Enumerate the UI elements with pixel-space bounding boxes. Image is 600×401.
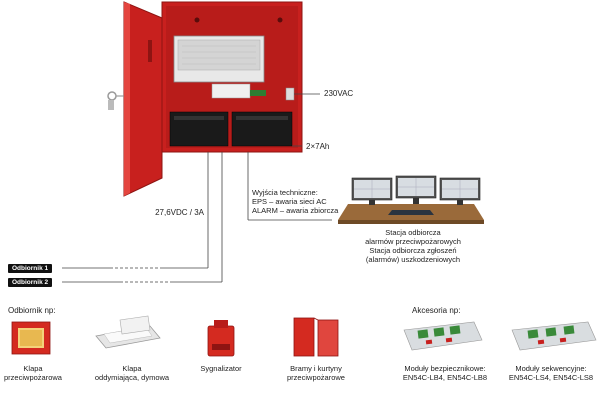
accessory-caption-sequence: Moduły sekwencyjne: EN54C-LS4, EN54C-LS8 xyxy=(506,364,596,382)
battery-label: 2×7Ah xyxy=(306,142,330,151)
caption-line: EN54C-LB4, EN54C-LB8 xyxy=(402,373,488,382)
accessory-caption-fuse: Moduły bezpiecznikowe: EN54C-LB4, EN54C-… xyxy=(400,364,490,382)
sequence-module-icon xyxy=(511,321,597,351)
receiver-2-tag: Odbiornik 2 xyxy=(8,278,53,287)
leader-lines xyxy=(62,93,332,283)
receiver-caption-sounder: Sygnalizator xyxy=(190,364,252,373)
station-line: alarmów przeciwpożarowych xyxy=(365,237,461,246)
receiver-caption-vent: Klapa oddymiająca, dymowa xyxy=(92,364,172,382)
monitor-left xyxy=(351,177,393,205)
caption-line: Moduły bezpiecznikowe: xyxy=(404,364,486,373)
enclosure-door xyxy=(123,1,163,197)
fire-damper-icon xyxy=(11,321,51,355)
tech-outputs-line: ALARM – awaria zbiorcza xyxy=(252,206,339,215)
caption-line: Sygnalizator xyxy=(200,364,242,373)
monitor-right xyxy=(439,177,481,205)
station-label: Stacja odbiorcza alarmów przeciwpożarowy… xyxy=(352,228,474,264)
caption-line: oddymiająca, dymowa xyxy=(94,373,170,382)
receivers-heading: Odbiornik np: xyxy=(8,306,56,315)
psu-module xyxy=(173,35,295,101)
battery-left xyxy=(169,111,229,147)
caption-line: EN54C-LS4, EN54C-LS8 xyxy=(508,373,594,382)
caption-line: Bramy i kurtyny xyxy=(290,364,342,373)
tech-outputs-line: Wyjścia techniczne: xyxy=(252,188,318,197)
caption-line: Klapa xyxy=(23,364,43,373)
station-line: Stacja odbiorcza zgłoszeń xyxy=(369,246,457,255)
smoke-vent-icon xyxy=(95,315,161,349)
fuse-module-icon xyxy=(403,321,483,351)
keyboard xyxy=(388,210,434,215)
battery-right xyxy=(231,111,293,147)
caption-line: Moduły sekwencyjne: xyxy=(515,364,587,373)
receiver-1-tag: Odbiornik 1 xyxy=(8,264,53,273)
fire-curtain-icon xyxy=(293,317,339,357)
receiver-caption-damper: Klapa przeciwpożarowa xyxy=(2,364,64,382)
caption-line: przeciwpożarowe xyxy=(287,373,345,382)
sounder-icon xyxy=(207,320,235,357)
tech-outputs-line: EPS – awaria sieci AC xyxy=(252,197,327,206)
monitor-center xyxy=(395,175,437,204)
receiver-caption-curtains: Bramy i kurtyny przeciwpożarowe xyxy=(280,364,352,382)
mains-label: 230VAC xyxy=(324,89,354,98)
tech-outputs-label: Wyjścia techniczne: EPS – awaria sieci A… xyxy=(252,188,338,215)
station-line: Stacja odbiorcza xyxy=(385,228,441,237)
output-voltage-label: 27,6VDC / 3A xyxy=(155,208,204,217)
station-line: (alarmów) uszkodzeniowych xyxy=(365,255,461,264)
key-icon xyxy=(107,91,124,110)
caption-line: Klapa xyxy=(122,364,142,373)
caption-line: przeciwpożarowa xyxy=(4,373,62,382)
accessories-heading: Akcesoria np: xyxy=(412,306,461,315)
